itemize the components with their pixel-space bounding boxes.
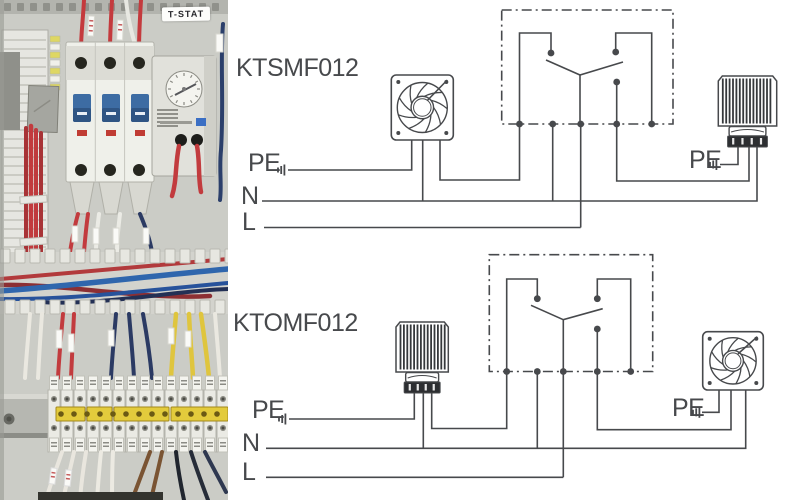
axial-fan-icon [390,74,455,141]
thermostat-terminal [191,134,203,146]
breaker-indicator [106,130,116,136]
breaker-terminal [133,57,145,69]
gray-module [0,52,20,130]
pe-label-bottom-right: PE [672,394,705,422]
wire-marker [215,33,224,53]
model-label-bottom: KTOMF012 [233,309,358,337]
pe-label-top-right: PE [689,146,722,174]
neutral-label-bottom: N [242,429,260,457]
cable-tie [19,236,48,247]
thermostat-logo [196,118,206,126]
breaker-indicator [77,130,87,136]
heater-icon [717,75,778,148]
led-indicators [49,35,61,91]
mid-wires [23,311,222,381]
control-panel-photo: T-STAT [0,0,228,500]
breaker-terminal [75,57,87,69]
breaker-toggles [73,94,149,122]
wire-marker [107,329,115,347]
wire-duct [0,248,228,315]
axial-fan-icon [701,330,765,391]
wire-marker [67,333,75,353]
bottom-dark-strip [38,492,163,500]
wire-marker [167,327,175,345]
thermostat-terminal [175,134,187,146]
duct-fingers-bottom [4,299,226,315]
cable-tie [19,194,48,205]
pe-label-bottom-left: PE [252,396,285,424]
breaker-indicator [135,130,145,136]
tstat-label: T-STAT [161,6,211,22]
model-label-top: KTSMF012 [236,54,359,82]
heater-icon [395,321,450,394]
line-label-bottom: L [242,458,256,486]
thermostat [151,55,217,199]
line-label-top: L [242,208,256,236]
breaker-terminal [104,57,116,69]
photo-canvas [0,0,228,500]
bottom-wires [38,450,228,500]
pe-label-top-left: PE [248,149,281,177]
din-rail [0,394,50,438]
neutral-label-top: N [241,182,259,210]
wire-marker [112,227,120,245]
wire-marker [92,227,100,245]
terminal-cover [98,181,124,215]
wiring-diagrams-panel: KTSMF012 PE N L PE KTOMF012 PE N L PE [228,0,800,500]
label-plate [26,84,60,134]
circuit-breaker [65,41,155,215]
wire-marker [71,225,79,243]
wire-marker [55,329,63,349]
terminal-cover [127,181,153,215]
wire-marker [184,330,192,348]
edge-shadow [0,0,4,500]
jumper-bars [55,406,228,422]
diagram-canvas [262,9,778,479]
wire-marker [142,227,150,245]
